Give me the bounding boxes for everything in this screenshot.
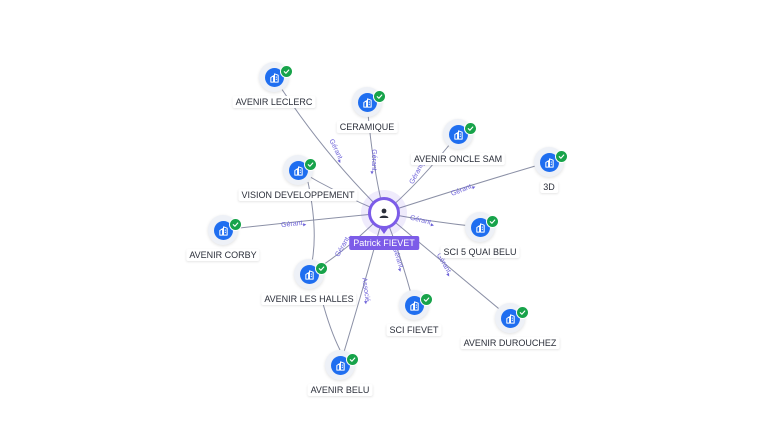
center-circle[interactable]: [368, 197, 400, 229]
building-icon: [357, 92, 377, 112]
edge-arrow-sci-fievet: [397, 268, 401, 272]
edge-avenir-belu: [339, 212, 385, 366]
check-icon: [304, 158, 317, 171]
check-icon: [555, 150, 568, 163]
check-icon: [280, 65, 293, 78]
edge-arrow-3d: [471, 186, 476, 190]
company-node-label: 3D: [540, 181, 558, 193]
edge-label-sci-5-quai-belu: Gérant: [409, 215, 432, 227]
edge-label-3d: Gérant: [450, 183, 473, 198]
edge-arrow-avenir-leclerc: [337, 159, 341, 163]
center-person-label: Patrick FIEVET: [349, 236, 419, 250]
building-icon: [299, 264, 319, 284]
edge-3d: [383, 161, 550, 214]
building-icon: [264, 67, 284, 87]
edge-label-avenir-belu: Associé: [360, 277, 370, 302]
building-icon: [500, 308, 520, 328]
edge-avenir-durouchez: [383, 212, 511, 319]
company-node-label: VISION DEVELOPPEMENT: [238, 189, 358, 201]
edge-label-avenir-leclerc: Gérant: [328, 138, 344, 160]
center-pin: [379, 227, 389, 234]
building-icon: [539, 152, 559, 172]
edge-arrow-sci-5-quai-belu: [430, 223, 434, 227]
check-icon: [315, 262, 328, 275]
edge-avenir-leclerc: [273, 76, 385, 214]
company-node-label: SCI 5 QUAI BELU: [440, 246, 520, 258]
check-icon: [464, 122, 477, 135]
check-icon: [486, 215, 499, 228]
company-node-circle[interactable]: [399, 290, 429, 320]
check-icon: [373, 90, 386, 103]
edge-halles-belu: [321, 299, 341, 351]
company-node-label: AVENIR BELU: [307, 384, 373, 396]
company-node-label: AVENIR LECLERC: [232, 96, 316, 108]
check-icon: [516, 306, 529, 319]
check-icon: [420, 293, 433, 306]
building-icon: [330, 355, 350, 375]
company-node-label: SCI FIEVET: [386, 324, 442, 336]
building-icon: [288, 160, 308, 180]
company-node-label: AVENIR LES HALLES: [261, 293, 357, 305]
check-icon: [346, 353, 359, 366]
building-icon: [470, 217, 490, 237]
edge-arrow-avenir-durouchez: [446, 272, 450, 277]
edge-avenir-corby: [222, 212, 385, 231]
building-icon: [404, 295, 424, 315]
building-icon: [213, 220, 233, 240]
company-node-label: AVENIR ONCLE SAM: [410, 153, 506, 165]
edge-arrow-avenir-belu: [363, 300, 368, 305]
edge-label-avenir-corby: Gérant: [281, 220, 303, 229]
building-icon: [448, 124, 468, 144]
edge-arrow-ceramique: [370, 171, 374, 175]
company-node-label: AVENIR CORBY: [186, 249, 260, 261]
company-node-label: CERAMIQUE: [336, 121, 398, 133]
edge-arrow-avenir-corby: [302, 223, 307, 227]
check-icon: [229, 218, 242, 231]
edge-label-ceramique: Gérant: [370, 149, 377, 170]
person-icon: [379, 208, 389, 218]
company-node-label: AVENIR DUROUCHEZ: [460, 337, 560, 349]
